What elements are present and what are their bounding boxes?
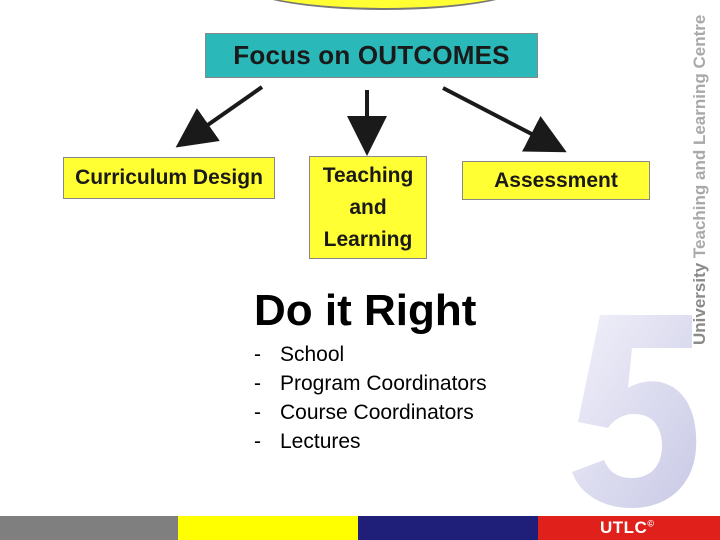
bar-segment-grey	[0, 516, 178, 540]
bullet-dash: -	[254, 372, 261, 395]
utlc-logo-text: UTLC	[600, 518, 648, 537]
arrow-to-assessment	[442, 86, 567, 153]
teaching-learning-label: Teaching and Learning	[322, 163, 414, 251]
list-item: -School	[254, 340, 487, 369]
list-item: -Course Coordinators	[254, 398, 487, 427]
roles-list: -School -Program Coordinators -Course Co…	[254, 340, 487, 456]
bar-segment-yellow	[178, 516, 358, 540]
side-text-bold: University	[690, 262, 709, 345]
bullet-dash: -	[254, 343, 261, 366]
bar-segment-red: UTLC©	[538, 516, 720, 540]
vertical-side-text: University Teaching and Learning Centre	[690, 0, 716, 345]
decorative-five-graphic	[560, 300, 710, 515]
list-item-label: Lectures	[280, 430, 361, 453]
list-item-label: Program Coordinators	[280, 372, 487, 395]
curriculum-design-box: Curriculum Design	[63, 157, 275, 199]
curriculum-design-label: Curriculum Design	[75, 166, 263, 189]
teaching-learning-box: Teaching and Learning	[309, 156, 427, 259]
list-item: -Lectures	[254, 427, 487, 456]
list-item-label: School	[280, 343, 345, 366]
bottom-color-bar: UTLC©	[0, 516, 720, 540]
page-heading: Do it Right	[254, 286, 477, 335]
focus-outcomes-box: Focus on OUTCOMES	[205, 33, 538, 78]
bullet-dash: -	[254, 401, 261, 424]
list-item-label: Course Coordinators	[280, 401, 474, 424]
bar-segment-navy	[358, 516, 538, 540]
assessment-label: Assessment	[494, 168, 618, 192]
side-text-rest: Teaching and Learning Centre	[690, 14, 709, 263]
copyright-mark: ©	[647, 518, 655, 529]
arrow-to-curriculum	[175, 85, 264, 148]
assessment-box: Assessment	[462, 161, 650, 200]
focus-outcomes-label: Focus on OUTCOMES	[233, 40, 510, 70]
utlc-logo: UTLC©	[600, 518, 654, 538]
bullet-dash: -	[254, 430, 261, 453]
list-item: -Program Coordinators	[254, 369, 487, 398]
